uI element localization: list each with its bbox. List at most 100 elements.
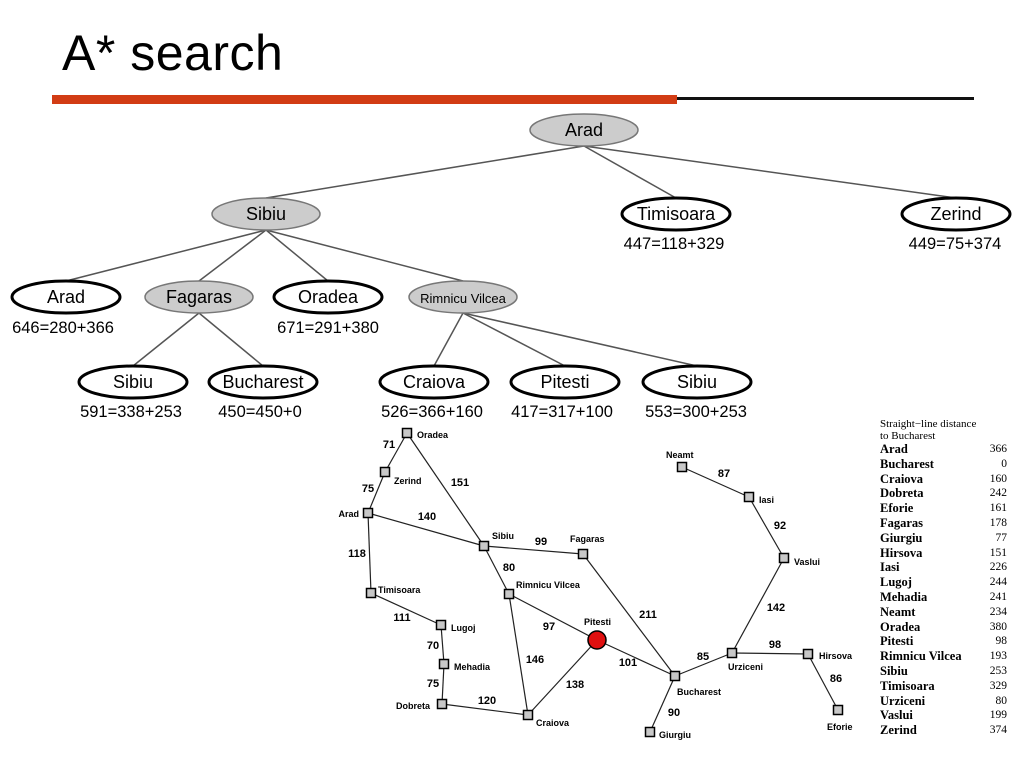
road-urziceni-vaslui <box>731 557 785 654</box>
city-label: Pitesti <box>584 617 611 627</box>
road-fagaras-bucharest <box>582 553 676 677</box>
sld-value: 329 <box>989 679 1007 692</box>
road-zerind-arad <box>367 471 386 514</box>
straight-line-distance-table: Straight−line distance to Bucharest Arad… <box>880 418 1010 738</box>
sld-city: Fagaras <box>880 515 924 530</box>
tree-edge <box>65 229 267 282</box>
road-distance-label: 87 <box>718 468 730 480</box>
sld-value: 234 <box>989 605 1007 618</box>
sld-row: Giurgiu 77 <box>880 531 1010 546</box>
sld-value: 160 <box>989 472 1007 485</box>
road-distance-label: 118 <box>348 548 366 560</box>
city-label: Urziceni <box>728 662 763 672</box>
sld-city: Rimnicu Vilcea <box>880 649 962 664</box>
tree-node-ellipse <box>509 364 621 400</box>
map-city-fagaras: Fagaras <box>570 534 605 560</box>
tree-node-timisoara: Timisoara 447=118+329 <box>620 196 732 253</box>
road-distance-label: 90 <box>668 707 680 719</box>
sld-title-line2: to Bucharest <box>880 430 936 442</box>
city-label: Hirsova <box>819 651 853 661</box>
city-marker <box>401 427 413 439</box>
road-rimnicu-pitesti <box>508 593 598 641</box>
road-distance-label: 70 <box>427 640 439 652</box>
tree-node-ellipse <box>272 279 384 315</box>
title-underline-accent <box>52 95 677 104</box>
sld-value: 0 <box>1001 457 1007 470</box>
road-hirsova-eforie <box>807 653 839 711</box>
tree-node-label: Sibiu <box>113 372 153 392</box>
tree-node-fcost: 447=118+329 <box>624 235 725 253</box>
tree-node-ellipse <box>77 364 189 400</box>
tree-node-ellipse <box>10 279 122 315</box>
road-timisoara-lugoj <box>370 592 442 626</box>
sld-value: 241 <box>989 590 1007 603</box>
sld-value: 151 <box>989 546 1007 559</box>
sld-city: Neamt <box>880 604 916 619</box>
map-city-mehadia: Mehadia <box>438 658 491 672</box>
tree-node-label: Bucharest <box>222 372 303 392</box>
road-mehadia-dobreta <box>441 663 445 705</box>
road-arad-sibiu <box>367 512 485 547</box>
map-city-eforie: Eforie <box>827 704 853 732</box>
road-sibiu-rimnicu <box>483 545 510 595</box>
city-marker <box>438 658 450 670</box>
tree-node-arad_root: Arad <box>529 113 639 147</box>
map-city-oradea: Oradea <box>401 427 449 440</box>
road-lugoj-mehadia <box>440 624 445 665</box>
tree-node-fcost: 671=291+380 <box>277 319 379 337</box>
tree-edge <box>132 312 200 367</box>
city-marker <box>778 552 790 564</box>
sld-city: Vaslui <box>880 708 913 723</box>
map-city-pitesti: Pitesti <box>584 617 611 650</box>
sld-city: Giurgiu <box>880 530 923 545</box>
tree-node-fcost: 417=317+100 <box>511 403 613 421</box>
tree-node-ellipse <box>408 280 518 314</box>
tree-node-label: Sibiu <box>677 372 717 392</box>
sld-city: Oradea <box>880 619 921 634</box>
city-label: Timisoara <box>378 585 421 595</box>
sld-value: 77 <box>995 531 1008 544</box>
map-city-bucharest: Bucharest <box>669 670 721 697</box>
tree-node-fagaras: Fagaras <box>144 280 254 314</box>
road-distance-label: 151 <box>451 477 469 489</box>
map-city-giurgiu: Giurgiu <box>644 726 691 740</box>
sld-title-line1: Straight−line distance <box>880 418 977 430</box>
road-craiova-pitesti <box>527 639 598 716</box>
sld-value: 244 <box>989 576 1007 589</box>
city-marker <box>577 548 589 560</box>
city-label: Dobreta <box>396 701 431 711</box>
road-distance-label: 142 <box>767 602 785 614</box>
tree-edges <box>65 145 957 367</box>
city-marker <box>365 587 377 599</box>
city-marker <box>743 491 755 503</box>
sld-row: Hirsova 151 <box>880 546 1010 561</box>
tree-node-fcost: 450=450+0 <box>218 403 302 421</box>
road-arad-timisoara <box>367 512 372 594</box>
road-distance-label: 140 <box>418 511 436 523</box>
city-label: Fagaras <box>570 534 605 544</box>
sld-city: Hirsova <box>880 545 923 560</box>
map-city-zerind: Zerind <box>379 466 422 486</box>
map-city-craiova: Craiova <box>522 709 570 728</box>
tree-node-label: Arad <box>565 120 603 140</box>
city-marker <box>478 540 490 552</box>
city-marker <box>676 461 688 473</box>
road-distance-label: 75 <box>427 678 439 690</box>
city-label: Neamt <box>666 450 694 460</box>
tree-node-label: Timisoara <box>637 204 716 224</box>
tree-node-label: Sibiu <box>246 204 286 224</box>
